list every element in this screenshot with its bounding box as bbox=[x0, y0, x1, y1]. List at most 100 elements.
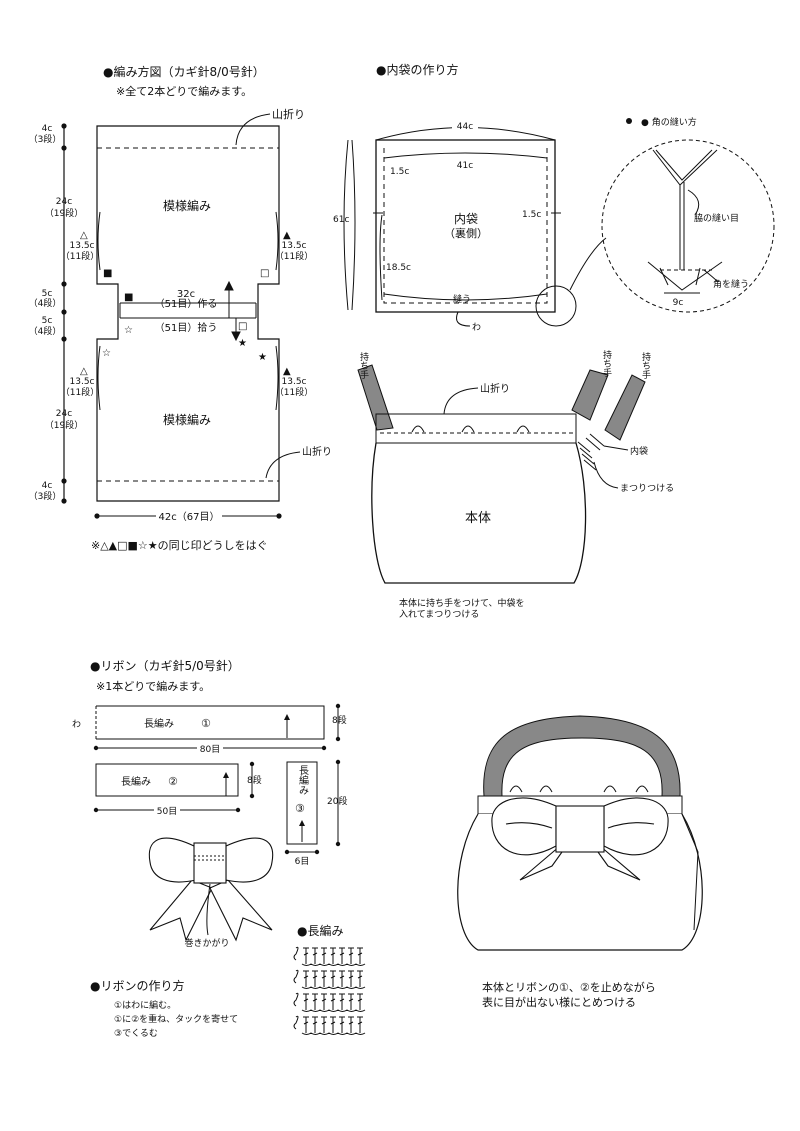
piece3-rows: 20段 bbox=[327, 795, 347, 807]
width-inner-label: 41c bbox=[457, 161, 473, 171]
svg-text:24c: 24c bbox=[56, 197, 72, 207]
dc-chain-row bbox=[301, 986, 366, 989]
fold-label-bottom: 山折り bbox=[302, 445, 332, 458]
dc-stitch-symbol bbox=[312, 1016, 318, 1033]
dc-stitch-symbol bbox=[321, 993, 327, 1010]
join-note: ※△▲□■☆★の同じ印どうしをはぐ bbox=[91, 539, 268, 552]
handle-left-label: 持ち手 bbox=[358, 351, 369, 380]
final-bow bbox=[491, 797, 669, 881]
piece3-num: ③ bbox=[295, 802, 305, 815]
dc-stitch-symbol bbox=[348, 1016, 354, 1033]
dc-chart-title: ●長編み bbox=[297, 923, 343, 938]
final-caption-2: 表に目が出ない様にとめつける bbox=[482, 995, 636, 1009]
dc-stitch-symbol bbox=[321, 1016, 327, 1033]
piece3-label: 長編み bbox=[297, 765, 309, 795]
svg-text:（11段）: （11段） bbox=[61, 250, 99, 262]
dc-stitch-symbol bbox=[339, 970, 345, 987]
dc-stitch-symbol bbox=[303, 993, 309, 1010]
inner-bag-side: （裏側） bbox=[444, 226, 488, 240]
ribbon-heading: ●リボン（カギ針5/0号針） bbox=[90, 658, 240, 673]
svg-text:5c: 5c bbox=[42, 316, 53, 326]
knitting-outline bbox=[96, 125, 280, 502]
handle-right-2 bbox=[604, 374, 646, 441]
svg-text:（19段）: （19段） bbox=[45, 207, 83, 219]
ribbon-note: ※1本どりで編みます。 bbox=[96, 679, 210, 693]
body-label: 本体 bbox=[465, 511, 491, 526]
inner-heading: ●内袋の作り方 bbox=[376, 62, 458, 77]
svg-text:24c: 24c bbox=[56, 409, 72, 419]
final-handle bbox=[483, 715, 681, 797]
piece1-rows: 8段 bbox=[332, 714, 347, 726]
dc-chain-row bbox=[301, 1032, 366, 1035]
dc-chain-row bbox=[301, 963, 366, 966]
svg-text:△: △ bbox=[80, 366, 88, 377]
dc-stitch-symbol bbox=[321, 947, 327, 964]
knitting-note: ※全て2本どりで編みます。 bbox=[116, 84, 252, 98]
piece1-stitches: 80目 bbox=[200, 744, 220, 755]
svg-text:□: □ bbox=[260, 268, 269, 279]
svg-text:（19段）: （19段） bbox=[45, 419, 83, 431]
assembly-caption-1: 本体に持ち手をつけて、中袋を bbox=[399, 597, 525, 609]
inner-bag-label: 内袋 bbox=[630, 445, 648, 457]
svg-text:▲: ▲ bbox=[283, 366, 291, 377]
bag-body bbox=[371, 442, 587, 584]
dc-stitch-symbol bbox=[303, 947, 309, 964]
piece3-stitches: 6目 bbox=[295, 856, 310, 867]
dc-turning-chain bbox=[293, 992, 299, 1007]
corner-detail-drawing bbox=[647, 149, 723, 294]
middle-dimension bbox=[119, 280, 257, 342]
piece1-label: 長編み bbox=[144, 717, 174, 730]
fold-leader-bottom bbox=[265, 451, 301, 479]
inner-bag-hatch bbox=[577, 433, 605, 471]
piece2-rows: 8段 bbox=[247, 774, 262, 786]
stitch-label: まつりつける bbox=[620, 483, 674, 494]
dc-turning-chain bbox=[293, 946, 299, 961]
pattern-label-top: 模様編み bbox=[163, 198, 211, 213]
corner-zoom-circle bbox=[535, 285, 577, 327]
dc-turning-chain bbox=[293, 969, 299, 984]
dc-stitch-symbol bbox=[357, 1016, 363, 1033]
svg-text:△: △ bbox=[80, 230, 88, 241]
pattern-label-bottom: 模様編み bbox=[163, 412, 211, 427]
dc-stitch-symbol bbox=[330, 947, 336, 964]
svg-text:（11段）: （11段） bbox=[275, 386, 313, 398]
dc-chart bbox=[293, 946, 366, 1035]
dc-stitch-symbol bbox=[348, 947, 354, 964]
height-label: 61c bbox=[333, 215, 349, 225]
handle-right1-label: 持ち手 bbox=[601, 349, 612, 378]
rim-fold-label: 山折り bbox=[480, 382, 510, 395]
dc-stitch-symbol bbox=[321, 970, 327, 987]
join-markers: △ ▲ ■ □ ■ □ ☆ ★ ☆ ★ △ ▲ bbox=[80, 230, 291, 377]
svg-text:13.5c: 13.5c bbox=[70, 241, 95, 251]
dc-stitch-symbol bbox=[357, 947, 363, 964]
dc-stitch-symbol bbox=[312, 947, 318, 964]
ribbon-step-1: ①はわに編む。 bbox=[114, 999, 176, 1011]
dc-stitch-symbol bbox=[330, 970, 336, 987]
height-bracket bbox=[343, 139, 349, 311]
ribbon-diagram: ●リボン（カギ針5/0号針） ※1本どりで編みます。 わ 長編み ① 8段 80… bbox=[72, 658, 366, 1039]
wrap-label: 巻きかがり bbox=[184, 937, 229, 949]
seam-left-label: 1.5c bbox=[390, 167, 409, 177]
svg-text:▲: ▲ bbox=[283, 230, 291, 241]
inner-bag-seam bbox=[383, 148, 548, 304]
dc-chain-row bbox=[301, 1009, 366, 1012]
mid-make-label: （51目）作る bbox=[155, 298, 218, 310]
svg-text:（3段）: （3段） bbox=[29, 490, 62, 502]
left-dim-dots bbox=[61, 123, 67, 504]
svg-text:13.5c: 13.5c bbox=[282, 377, 307, 387]
dc-stitch-symbol bbox=[339, 947, 345, 964]
loop-label: わ bbox=[472, 322, 481, 333]
ribbon-piece-3 bbox=[286, 761, 318, 845]
knitting-heading: ●編み方図（カギ針8/0号針） bbox=[103, 64, 265, 79]
svg-text:5c: 5c bbox=[42, 289, 53, 299]
corner-width-label: 9c bbox=[673, 298, 684, 308]
svg-text:13.5c: 13.5c bbox=[282, 241, 307, 251]
piece2-stitches: 50目 bbox=[157, 806, 177, 817]
dc-stitch-symbol bbox=[312, 970, 318, 987]
ribbon-piece-2 bbox=[95, 763, 239, 797]
dc-stitch-symbol bbox=[303, 1016, 309, 1033]
final-caption-1: 本体とリボンの①、②を止めながら bbox=[482, 980, 656, 994]
svg-text:4c: 4c bbox=[42, 481, 53, 491]
piece2-label: 長編み bbox=[121, 775, 151, 788]
